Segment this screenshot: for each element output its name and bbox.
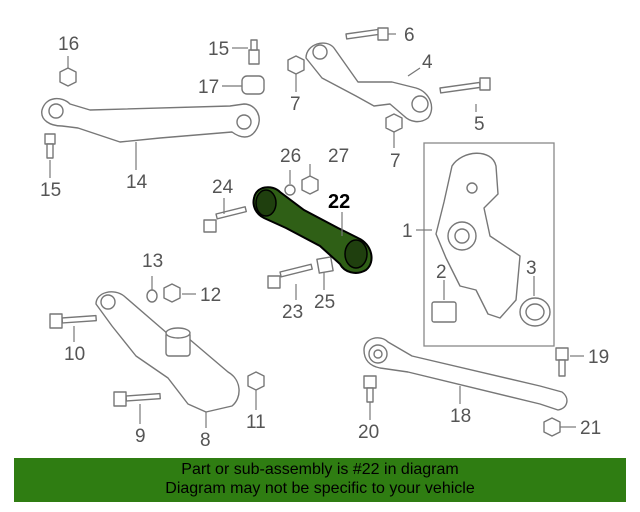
part-27-nut[interactable] <box>301 175 319 195</box>
callout-7-bottom: 7 <box>390 151 401 172</box>
callout-9: 9 <box>135 426 146 447</box>
part-13-washer[interactable] <box>146 289 158 303</box>
part-2-block[interactable] <box>431 301 457 323</box>
part-24-bolt[interactable] <box>203 206 248 233</box>
callout-2: 2 <box>436 262 447 283</box>
part-14-upper-arm[interactable] <box>41 97 260 143</box>
part-1-knuckle[interactable] <box>435 152 521 319</box>
callout-19: 19 <box>588 347 609 368</box>
part-22-highlighted-arm[interactable] <box>252 186 373 274</box>
part-9-bolt[interactable] <box>113 391 161 407</box>
part-26-washer[interactable] <box>284 184 296 196</box>
callout-4: 4 <box>422 52 433 73</box>
callout-16: 16 <box>58 34 79 55</box>
callout-22-highlighted: 22 <box>328 191 350 213</box>
callout-15-bottom: 15 <box>40 180 61 201</box>
callout-13: 13 <box>142 251 163 272</box>
callout-10: 10 <box>64 344 85 365</box>
callout-3: 3 <box>526 258 537 279</box>
part-7-nut-top[interactable] <box>287 55 305 75</box>
callout-11: 11 <box>246 412 266 433</box>
parts-diagram: 16 15 17 15 14 6 4 7 5 7 26 27 24 22 1 2… <box>40 25 609 451</box>
banner-line-1: Part or sub-assembly is #22 in diagram <box>181 461 459 478</box>
part-25-plate[interactable] <box>316 256 334 274</box>
part-8-lower-arm[interactable] <box>95 291 240 413</box>
callout-18: 18 <box>450 406 471 427</box>
callout-24: 24 <box>212 177 234 198</box>
part-15-bolt-top[interactable] <box>248 39 260 65</box>
callout-25: 25 <box>314 292 335 313</box>
part-5-bolt[interactable] <box>439 77 491 94</box>
callout-6: 6 <box>404 25 415 46</box>
callout-21: 21 <box>580 418 601 439</box>
part-3-bushing[interactable] <box>519 297 551 327</box>
part-10-bolt[interactable] <box>49 313 97 329</box>
fitment-banner: Part or sub-assembly is #22 in diagram D… <box>14 458 626 502</box>
knuckle-frame <box>423 142 555 347</box>
callout-20: 20 <box>358 422 379 443</box>
banner-line-2: Diagram may not be specific to your vehi… <box>165 480 475 497</box>
callout-7-top: 7 <box>290 94 301 115</box>
part-19-bolt[interactable] <box>555 347 569 377</box>
part-23-bolt[interactable] <box>267 263 313 289</box>
callout-23: 23 <box>282 302 303 323</box>
part-7-nut-bottom[interactable] <box>385 113 403 133</box>
part-18-rear-link[interactable] <box>363 337 568 411</box>
part-12-nut[interactable] <box>163 283 181 303</box>
callout-27: 27 <box>328 146 349 167</box>
callout-26: 26 <box>280 146 301 167</box>
callout-8: 8 <box>200 430 211 451</box>
callout-5: 5 <box>474 114 485 135</box>
callout-14: 14 <box>126 172 148 193</box>
callout-15-top: 15 <box>208 39 229 60</box>
callout-12: 12 <box>200 285 221 306</box>
callout-17: 17 <box>198 77 219 98</box>
part-6-bolt[interactable] <box>345 27 389 41</box>
part-16-nut[interactable] <box>59 67 77 87</box>
part-15-bolt-bottom[interactable] <box>44 133 56 159</box>
part-21-nut[interactable] <box>543 417 561 437</box>
callout-1: 1 <box>402 221 413 242</box>
part-17-bushing[interactable] <box>241 75 265 95</box>
part-11-nut[interactable] <box>247 371 265 391</box>
part-20-bolt[interactable] <box>363 375 377 403</box>
leader-lines <box>49 33 584 428</box>
part-4-upper-link[interactable] <box>305 42 433 123</box>
